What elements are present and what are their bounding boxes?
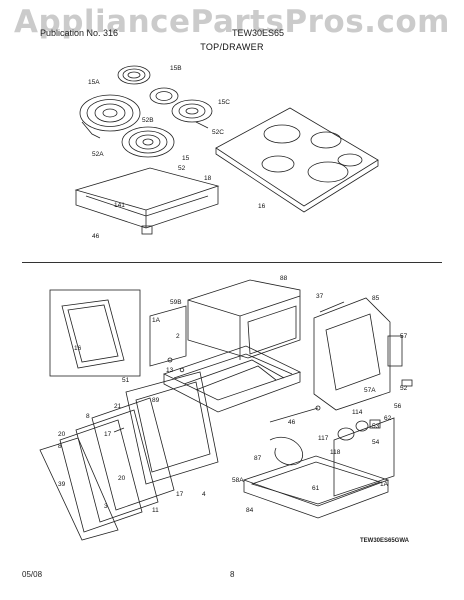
label-8-top: 8 bbox=[86, 413, 90, 420]
footer-page-number: 8 bbox=[230, 570, 235, 579]
publication-text: Publication No. 316 bbox=[40, 28, 119, 38]
surface-element-15b bbox=[117, 65, 151, 85]
surface-element-15 bbox=[121, 126, 175, 158]
label-2: 2 bbox=[176, 333, 180, 340]
bottom-tray bbox=[242, 455, 390, 519]
label-57a: 57A bbox=[364, 387, 376, 394]
label-52: 52 bbox=[178, 165, 186, 172]
surface-element-15a bbox=[79, 94, 141, 139]
side-panel-right bbox=[333, 417, 395, 497]
drawer-body bbox=[187, 279, 301, 360]
label-15b: 15B bbox=[170, 65, 182, 72]
label-20-top: 20 bbox=[58, 431, 66, 438]
hardware-details bbox=[113, 301, 345, 433]
watermark-logo: AppliancePartsPros.com bbox=[14, 4, 450, 40]
label-46-bottom: 46 bbox=[288, 419, 296, 426]
label-4: 4 bbox=[202, 491, 206, 498]
section-title: TOP/DRAWER bbox=[200, 42, 264, 52]
label-52c: 52C bbox=[212, 129, 224, 136]
label-8: 8 bbox=[58, 443, 62, 450]
label-15a: 15A bbox=[88, 79, 100, 86]
footer-date: 05/08 bbox=[22, 570, 43, 579]
label-15c: 15C bbox=[218, 99, 230, 106]
label-58a: 58A bbox=[232, 477, 244, 484]
label-87: 87 bbox=[254, 455, 262, 462]
label-3: 3 bbox=[104, 503, 108, 510]
diagram-code: TEW30ES65GWA bbox=[360, 538, 410, 544]
rack bbox=[162, 345, 302, 413]
label-16: 16 bbox=[258, 203, 266, 210]
label-85: 85 bbox=[372, 295, 380, 302]
surface-element-52b bbox=[149, 87, 179, 105]
label-1a-left: 1A bbox=[152, 317, 161, 324]
label-61: 61 bbox=[312, 485, 320, 492]
label-13: 13 bbox=[166, 367, 174, 374]
side-panel-left bbox=[149, 305, 187, 367]
label-62: 62 bbox=[384, 415, 392, 422]
page-header: AppliancePartsPros.com Publication No. 3… bbox=[0, 0, 464, 52]
label-37: 37 bbox=[316, 293, 324, 300]
label-118: 118 bbox=[330, 449, 341, 456]
section-divider bbox=[22, 262, 442, 263]
label-88: 88 bbox=[280, 275, 288, 282]
label-89: 89 bbox=[152, 397, 160, 404]
label-141: 141 bbox=[114, 202, 125, 209]
label-52a: 52A bbox=[92, 151, 104, 158]
label-114: 114 bbox=[352, 409, 363, 416]
callout-labels: 15B 15A 52B 15C 52C 52A 15 52 18 141 46 … bbox=[58, 65, 408, 514]
label-17: 17 bbox=[176, 491, 184, 498]
burner-box bbox=[74, 167, 220, 235]
label-17-top: 17 bbox=[104, 431, 112, 438]
label-21: 21 bbox=[114, 403, 122, 410]
label-53: 53 bbox=[372, 423, 380, 430]
drawer-front-frame bbox=[125, 371, 219, 485]
label-54: 54 bbox=[372, 439, 380, 446]
drawer-handle bbox=[39, 437, 119, 541]
label-18: 18 bbox=[204, 175, 212, 182]
label-46: 46 bbox=[92, 233, 100, 240]
label-117: 117 bbox=[318, 435, 329, 442]
label-57: 57 bbox=[400, 333, 408, 340]
label-56: 56 bbox=[394, 403, 402, 410]
surface-element-15c bbox=[171, 99, 213, 129]
label-20: 20 bbox=[118, 475, 126, 482]
drawer-front-panels bbox=[59, 397, 175, 533]
label-51: 51 bbox=[122, 377, 130, 384]
drawer-heating-element bbox=[269, 419, 381, 466]
label-1a-right: 1A bbox=[380, 481, 389, 488]
label-52-bottom: 52 bbox=[400, 385, 408, 392]
inset-panel bbox=[49, 289, 141, 377]
label-84: 84 bbox=[246, 507, 254, 514]
label-16-inset: 16 bbox=[74, 345, 82, 352]
label-15: 15 bbox=[182, 155, 190, 162]
label-52b: 52B bbox=[142, 117, 154, 124]
label-11: 11 bbox=[152, 507, 159, 514]
model-text: TEW30ES65 bbox=[232, 28, 285, 38]
label-59b: 59B bbox=[170, 299, 182, 306]
back-panel bbox=[313, 297, 413, 411]
cooktop-glass bbox=[215, 107, 379, 213]
label-39: 39 bbox=[58, 481, 66, 488]
